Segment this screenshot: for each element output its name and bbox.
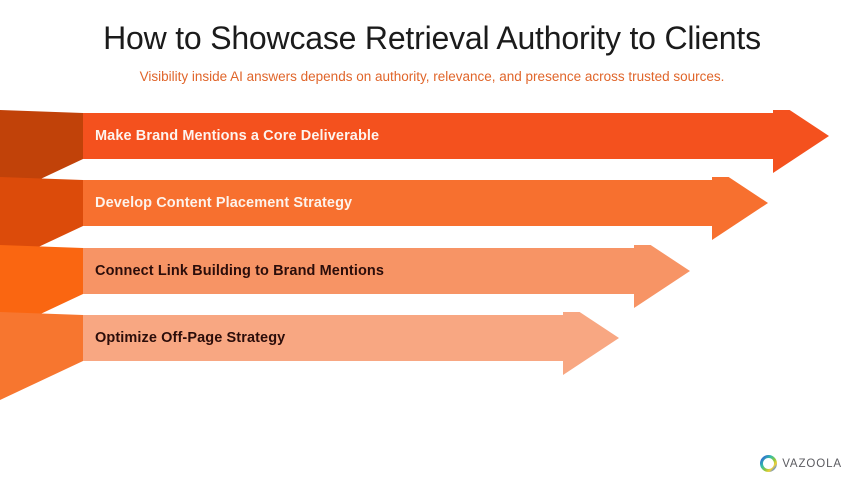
arrow-shape [0, 177, 768, 265]
arrow-shape [0, 110, 829, 198]
arrow-body [83, 110, 829, 173]
arrow-label: Connect Link Building to Brand Mentions [95, 263, 385, 279]
arrow-body [83, 245, 690, 308]
arrow-label: Optimize Off-Page Strategy [95, 330, 286, 346]
arrow-row[interactable]: Make Brand Mentions a Core Deliverable [0, 110, 864, 206]
arrow-tail [0, 312, 83, 400]
brand-logo-text: VAZOOLA [782, 457, 842, 470]
arrow-shape [0, 312, 619, 400]
brand-logo: VAZOOLA [760, 455, 842, 472]
arrow-row[interactable]: Optimize Off-Page Strategy [0, 312, 864, 408]
arrow-label: Develop Content Placement Strategy [95, 195, 353, 211]
page-subtitle: Visibility inside AI answers depends on … [139, 68, 725, 84]
header: How to Showcase Retrieval Authority to C… [0, 20, 864, 86]
arrow-body [83, 312, 619, 375]
arrow-body [83, 177, 768, 240]
gradient-ring-icon [760, 455, 778, 472]
arrow-label: Make Brand Mentions a Core Deliverable [95, 128, 380, 144]
arrow-tail [0, 245, 83, 333]
arrow-row[interactable]: Connect Link Building to Brand Mentions [0, 245, 864, 341]
arrow-tail [0, 110, 83, 198]
arrow-tail [0, 177, 83, 265]
page-title: How to Showcase Retrieval Authority to C… [103, 20, 761, 56]
arrow-shape [0, 245, 690, 333]
arrow-row[interactable]: Develop Content Placement Strategy [0, 177, 864, 273]
